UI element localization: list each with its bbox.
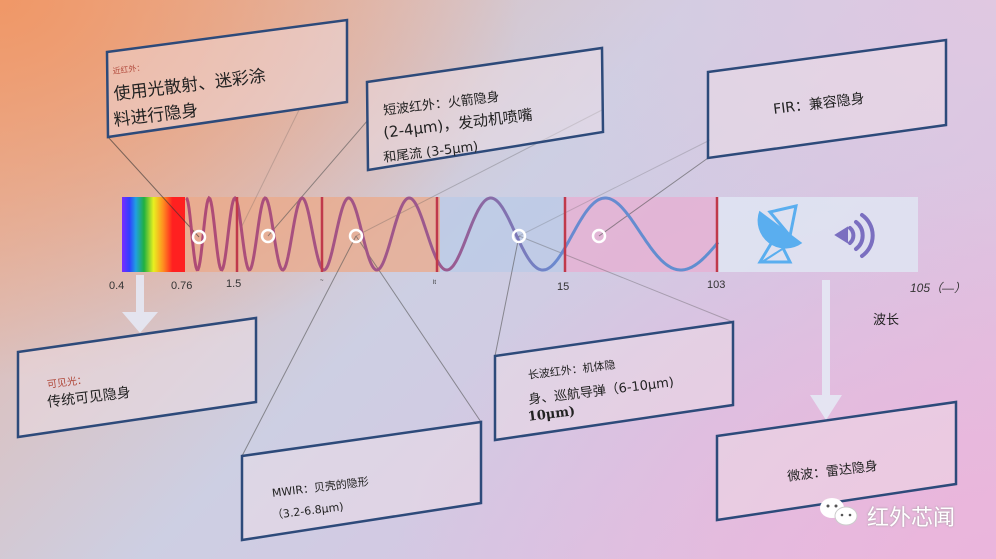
marker-swir [260, 228, 276, 244]
watermark: 红外芯闻 [867, 506, 956, 531]
connector-lines [107, 107, 734, 457]
satellite-dish-icon [757, 204, 803, 264]
tick-label: 1.5 [226, 278, 242, 290]
tick-label: ~ [320, 278, 324, 284]
radio-wave-icon [834, 213, 875, 258]
tick-label: 0.76 [171, 280, 193, 292]
wave-curve [185, 195, 720, 272]
lwir-box [493, 320, 735, 442]
fir-box [706, 38, 948, 160]
visible-arrow [122, 275, 158, 333]
marker-near-ir [191, 229, 207, 245]
visible-band [122, 197, 185, 272]
tick-label: 15 [557, 281, 570, 293]
axis-label: 波长 [873, 313, 900, 328]
microwave-arrow [810, 280, 842, 420]
band-boxes [16, 18, 958, 542]
tick-label: 103 [707, 279, 726, 291]
tick-label: 105（—） [910, 281, 967, 295]
band-markers [191, 228, 607, 245]
swir-box [365, 46, 605, 172]
visible-box [16, 316, 258, 439]
band-dividers [235, 197, 719, 272]
wechat-icon [820, 498, 858, 526]
tick-label: 0.4 [109, 280, 125, 292]
microwave-band [718, 197, 918, 272]
near-ir-box [105, 18, 349, 139]
down-arrows [122, 275, 842, 420]
marker-mwir [348, 228, 364, 244]
marker-lwir [511, 228, 527, 244]
marker-fir [591, 228, 607, 244]
microwave-box [715, 400, 958, 522]
mwir-box [240, 420, 483, 542]
tick-label: lt [433, 280, 436, 286]
